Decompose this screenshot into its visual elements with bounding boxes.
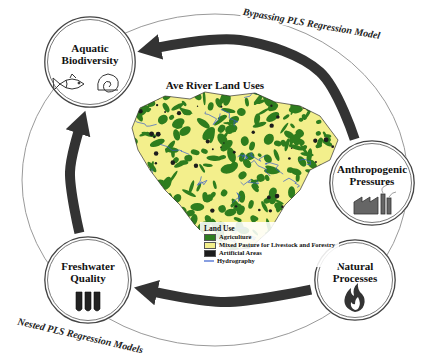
legend-text: Artificial Areas — [219, 249, 262, 257]
node-title: Freshwater Quality — [49, 260, 126, 284]
legend-box: Land UseAgricultureMixed Pasture for Liv… — [200, 222, 339, 267]
legend-text: Agriculture — [219, 233, 251, 241]
legend-title: Land Use — [204, 224, 335, 233]
flame-icon — [344, 283, 364, 312]
shell-icon — [98, 74, 119, 92]
legend-swatch — [204, 234, 216, 241]
map-title: Ave River Land Uses — [166, 79, 264, 92]
cycle-arrow — [70, 129, 79, 233]
legend-swatch — [204, 250, 216, 257]
category-circle: Aquatic Biodiversity — [44, 16, 136, 108]
category-circle: Anthropogenic Pressures — [329, 140, 415, 226]
node-disc — [329, 140, 415, 226]
legend-text: Hydrography — [217, 257, 255, 265]
node-title: Anthropogenic Pressures — [334, 163, 409, 187]
cycle-arrow — [156, 39, 354, 139]
test-tubes-icon — [76, 292, 100, 311]
legend-text: Mixed Pasture for Livestock and Forestry — [219, 241, 335, 249]
node-disc — [44, 236, 132, 324]
cycle-arrow — [153, 290, 311, 302]
fish-icon — [53, 74, 84, 90]
legend-swatch — [204, 242, 216, 249]
node-title: Aquatic Biodiversity — [49, 42, 131, 66]
node-disc — [44, 16, 136, 108]
legend-line-sample — [204, 258, 214, 264]
category-circle: Freshwater Quality — [44, 236, 132, 324]
